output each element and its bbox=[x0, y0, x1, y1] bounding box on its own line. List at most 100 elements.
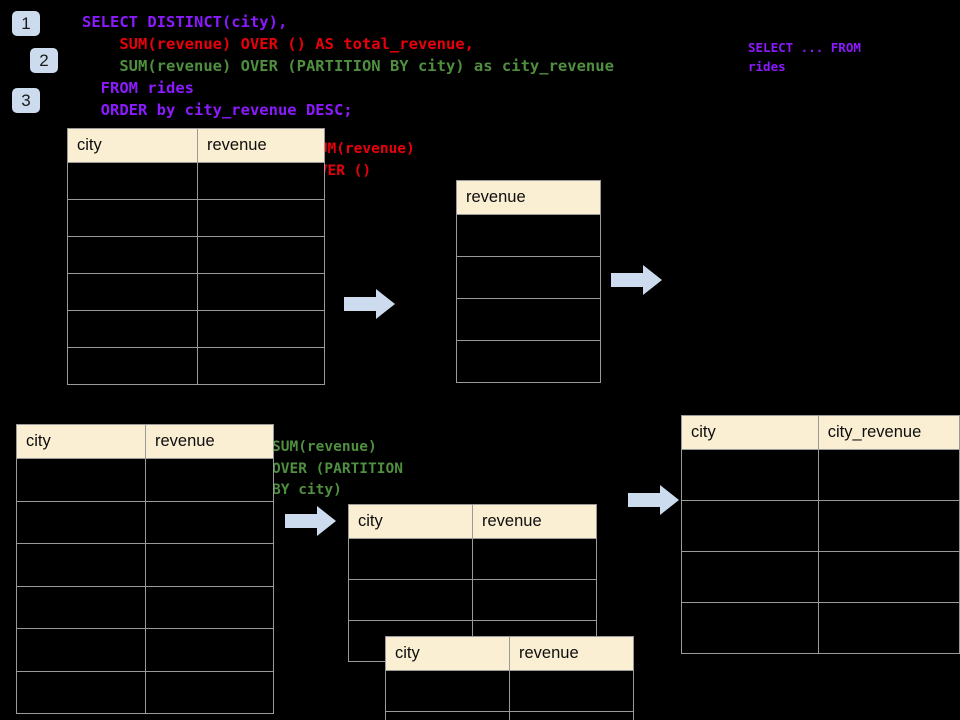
table-row bbox=[67, 347, 325, 385]
table-row bbox=[681, 551, 960, 603]
cell-city bbox=[67, 273, 198, 311]
table-row bbox=[16, 670, 274, 714]
step-badge-3: 3 bbox=[12, 88, 40, 113]
table-row bbox=[348, 538, 597, 580]
table-row bbox=[385, 670, 634, 712]
cell-revenue bbox=[145, 543, 274, 587]
cell-city bbox=[385, 670, 510, 712]
table-row bbox=[456, 340, 601, 383]
sql-line-total-revenue: SUM(revenue) OVER () AS total_revenue, bbox=[82, 35, 474, 53]
table-header-row: city revenue bbox=[16, 424, 274, 459]
table-rides-bottom: city revenue bbox=[16, 424, 274, 714]
table-row bbox=[456, 256, 601, 299]
table-header-row: city city_revenue bbox=[681, 415, 960, 450]
cell-city bbox=[16, 543, 146, 587]
table-header-row: revenue bbox=[456, 180, 601, 215]
cell-revenue bbox=[145, 500, 274, 544]
column-header-revenue: revenue bbox=[509, 636, 634, 671]
cell-city bbox=[681, 500, 819, 552]
arrow-right-icon bbox=[611, 265, 662, 295]
cell-city bbox=[681, 449, 819, 501]
cell-city bbox=[16, 585, 146, 629]
column-header-city: city bbox=[67, 128, 198, 163]
column-header-city-revenue: city_revenue bbox=[817, 415, 960, 450]
cell-revenue bbox=[197, 162, 325, 200]
table-row bbox=[348, 579, 597, 621]
table-header-row: city revenue bbox=[348, 504, 597, 539]
annotation-partition-by-city: SUM(revenue) OVER (PARTITION BY city) bbox=[272, 439, 403, 498]
cell-revenue bbox=[197, 310, 325, 348]
sql-line-order-by: ORDER by city_revenue DESC; bbox=[82, 101, 353, 119]
sql-aside-snippet: SELECT ... FROM rides bbox=[748, 40, 861, 74]
cell-city bbox=[348, 579, 473, 621]
table-rides-top: city revenue bbox=[67, 128, 325, 385]
cell-revenue bbox=[456, 298, 601, 341]
table-row bbox=[67, 199, 325, 237]
table-row bbox=[681, 602, 960, 654]
column-header-city: city bbox=[16, 424, 146, 459]
arrow-right-icon bbox=[628, 485, 679, 515]
table-row bbox=[16, 543, 274, 587]
cell-city bbox=[67, 347, 198, 385]
arrow-right-icon bbox=[285, 506, 336, 536]
cell-city bbox=[16, 500, 146, 544]
table-row bbox=[67, 162, 325, 200]
cell-city bbox=[16, 458, 146, 502]
table-row bbox=[67, 310, 325, 348]
column-header-revenue: revenue bbox=[197, 128, 325, 163]
cell-city bbox=[67, 236, 198, 274]
annotation-over-empty: SUM(revenue) OVER () bbox=[310, 141, 415, 179]
sql-line-from: FROM rides bbox=[82, 79, 194, 97]
sql-line-select: SELECT DISTINCT(city), bbox=[82, 13, 288, 31]
cell-revenue bbox=[197, 347, 325, 385]
cell-city bbox=[681, 602, 819, 654]
sql-line-city-revenue: SUM(revenue) OVER (PARTITION BY city) as… bbox=[82, 57, 614, 75]
cell-revenue bbox=[197, 199, 325, 237]
column-header-revenue: revenue bbox=[472, 504, 597, 539]
table-header-row: city revenue bbox=[67, 128, 325, 163]
table-row bbox=[681, 500, 960, 552]
table-row bbox=[67, 273, 325, 311]
table-result: city city_revenue bbox=[681, 415, 960, 654]
step-badge-2: 2 bbox=[30, 48, 58, 73]
cell-revenue bbox=[472, 579, 597, 621]
cell-revenue bbox=[509, 711, 634, 720]
cell-city bbox=[67, 162, 198, 200]
cell-city-revenue bbox=[817, 551, 960, 603]
table-row bbox=[385, 711, 634, 720]
column-header-city: city bbox=[348, 504, 473, 539]
column-header-city: city bbox=[681, 415, 819, 450]
cell-city bbox=[67, 199, 198, 237]
arrow-right-icon bbox=[344, 289, 395, 319]
cell-revenue bbox=[145, 670, 274, 714]
cell-city bbox=[681, 551, 819, 603]
column-header-revenue: revenue bbox=[456, 180, 601, 215]
cell-revenue bbox=[456, 256, 601, 299]
column-header-revenue: revenue bbox=[145, 424, 274, 459]
cell-revenue bbox=[145, 628, 274, 672]
table-row bbox=[16, 628, 274, 672]
cell-revenue bbox=[145, 585, 274, 629]
table-row bbox=[681, 449, 960, 501]
table-total-revenue: revenue bbox=[456, 180, 601, 383]
cell-revenue bbox=[456, 340, 601, 383]
cell-city bbox=[16, 670, 146, 714]
cell-city-revenue bbox=[817, 602, 960, 654]
cell-revenue bbox=[197, 273, 325, 311]
cell-city bbox=[385, 711, 510, 720]
cell-city bbox=[67, 310, 198, 348]
table-row bbox=[16, 500, 274, 544]
table-partition-front: city revenue bbox=[385, 636, 634, 720]
step-badge-1: 1 bbox=[12, 11, 40, 36]
cell-city-revenue bbox=[817, 449, 960, 501]
table-row bbox=[16, 458, 274, 502]
cell-revenue bbox=[472, 538, 597, 580]
table-row bbox=[456, 214, 601, 257]
table-row bbox=[67, 236, 325, 274]
cell-revenue bbox=[509, 670, 634, 712]
column-header-city: city bbox=[385, 636, 510, 671]
cell-revenue bbox=[456, 214, 601, 257]
cell-city bbox=[348, 538, 473, 580]
table-row bbox=[456, 298, 601, 341]
cell-revenue bbox=[145, 458, 274, 502]
